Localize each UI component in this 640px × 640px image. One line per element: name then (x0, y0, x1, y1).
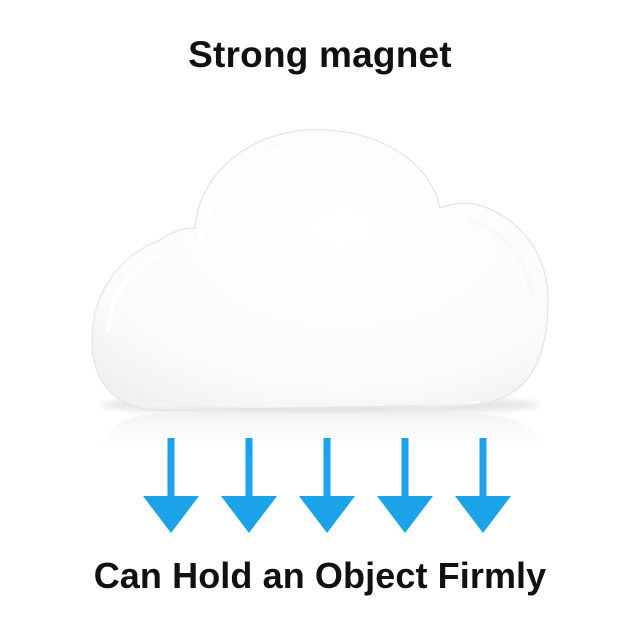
arrow-row (143, 438, 511, 533)
arrow-down-icon (221, 438, 277, 533)
arrow-down-icon (455, 438, 511, 533)
arrow-down-icon (299, 438, 355, 533)
arrow-down-icon (143, 438, 199, 533)
cloud-reflection (100, 414, 545, 458)
page-title: Strong magnet (188, 34, 452, 75)
arrow-down-icon (377, 438, 433, 533)
caption-text: Can Hold an Object Firmly (93, 555, 547, 596)
cloud-magnet-icon (91, 129, 549, 415)
